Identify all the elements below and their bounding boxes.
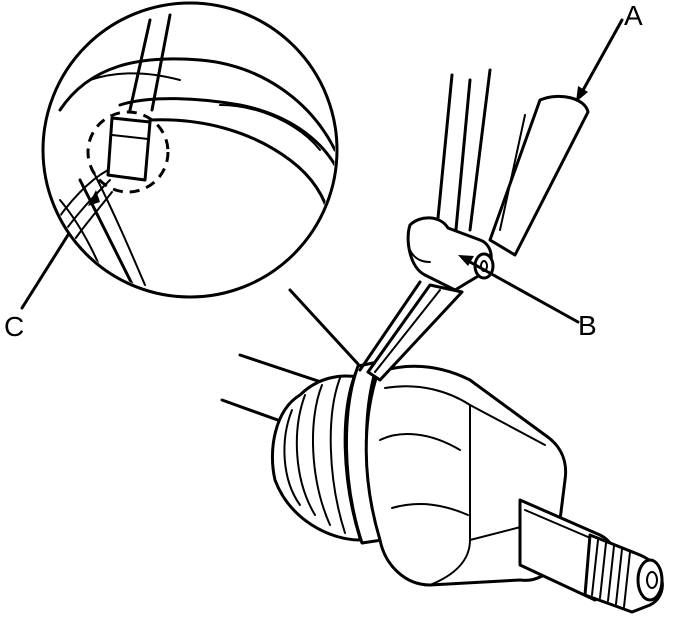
callout-leaders [20, 18, 624, 366]
callout-label-a: A [624, 0, 643, 31]
detail-view [41, 1, 339, 299]
callout-label-b: B [578, 310, 597, 341]
arrowhead-b-icon [458, 255, 474, 266]
joint-housing [364, 364, 568, 587]
callout-label-c: C [4, 311, 25, 342]
arrowhead-c-icon [88, 190, 100, 206]
boot-band-pliers [358, 68, 590, 382]
arrowhead-a-icon [576, 86, 588, 102]
splined-end [583, 533, 664, 614]
